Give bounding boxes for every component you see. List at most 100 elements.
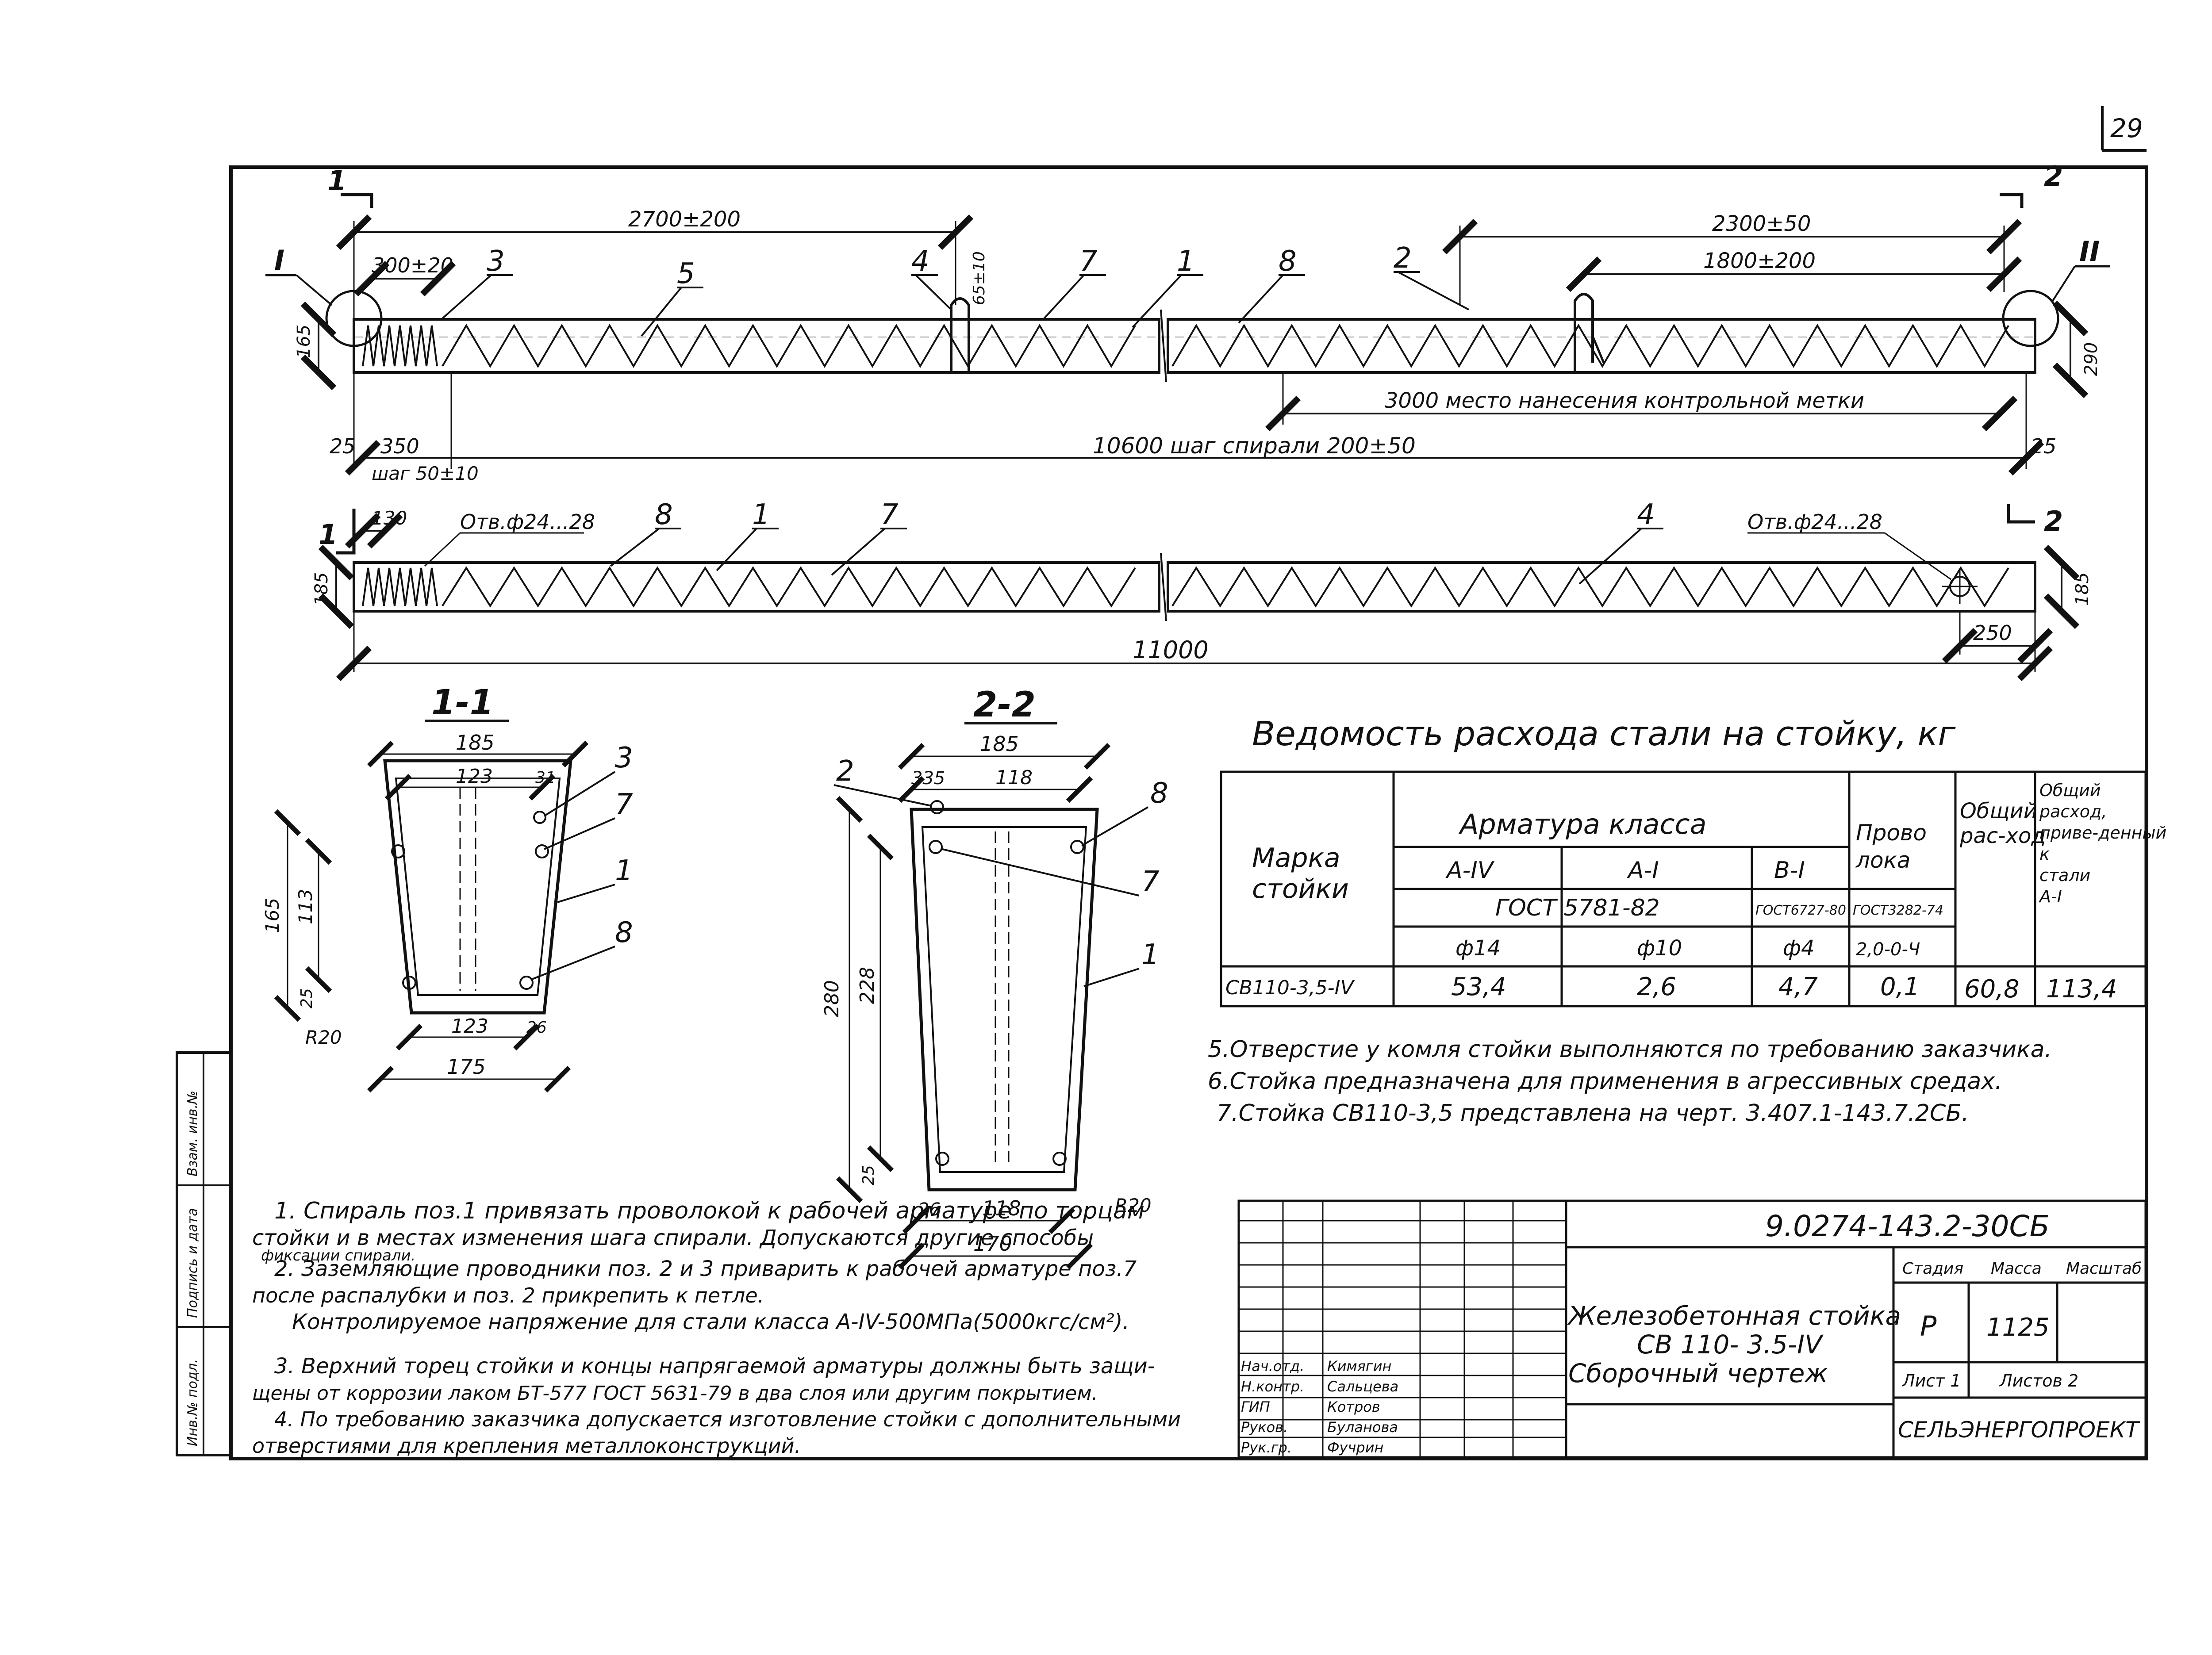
sheet-label: Лист 1 xyxy=(1901,1371,1961,1391)
steel-table: Ведомость расхода стали на стойку, кг Ар… xyxy=(1220,714,2166,1008)
dim-185-right: 185 xyxy=(2072,572,2093,606)
th-v1: В-I xyxy=(1774,857,1805,884)
pos-label-s11-7: 7 xyxy=(615,788,633,821)
hole-left-label: Отв.ф24...28 xyxy=(460,510,595,534)
th-gost3: ГОСТ3282-74 xyxy=(1853,903,1943,918)
signer-2: Котров xyxy=(1327,1398,1380,1415)
dim-2300: 2300±50 xyxy=(1712,211,1811,236)
dim-300: 300±20 xyxy=(372,253,453,277)
s22-dim-bottom: 170 xyxy=(973,1232,1012,1256)
th-gost1: ГОСТ 5781-82 xyxy=(1495,895,1660,921)
signer-3: Буланова xyxy=(1327,1419,1398,1436)
dim-290: 290 xyxy=(2081,342,2101,376)
dim-1800: 1800±200 xyxy=(1703,249,1816,273)
note-left-2: фиксации спирали. xyxy=(261,1247,415,1264)
th-wire: 2,0-0-Ч xyxy=(1856,939,1920,960)
stamp-podpis: Подпись и дата xyxy=(185,1208,200,1318)
signer-0: Кимягин xyxy=(1327,1358,1391,1375)
title-block-signatures: Нач.отд.Н.контр.ГИПРуков.Рук.гр.КимягинС… xyxy=(1241,1358,1398,1456)
note-left-3: 2. Заземляющие проводники поз. 2 и 3 при… xyxy=(274,1257,1137,1281)
note-left-9: отверстиями для крепления металлоконстру… xyxy=(252,1434,801,1458)
sheet-frame: 29 xyxy=(229,106,2148,1460)
role-0: Нач.отд. xyxy=(1241,1358,1304,1375)
s11-radius: R20 xyxy=(305,1027,342,1048)
notes-left: 1. Спираль поз.1 привязать проволокой к … xyxy=(252,1198,1181,1458)
s22-radius: R20 xyxy=(1115,1195,1152,1216)
s22-dim-t118: 118 xyxy=(995,766,1033,789)
dim-25-right: 25 xyxy=(2031,434,2057,458)
s11-dim-top: 185 xyxy=(456,731,495,755)
detail-label-I: I xyxy=(274,244,284,276)
dim-10600: 10600 шаг спирали 200±50 xyxy=(1093,433,1416,459)
doc-name-1: Железобетонная стойка xyxy=(1567,1301,1901,1331)
doc-code: 9.0274-143.2-30СБ xyxy=(1765,1209,2050,1243)
s22-dim-b118: 118 xyxy=(982,1196,1021,1220)
pos-label-s22-7: 7 xyxy=(1141,866,1160,898)
note-left-0: 1. Спираль поз.1 привязать проволокой к … xyxy=(274,1198,1144,1224)
section-1-1-title: 1-1 xyxy=(431,683,494,723)
s11-dim-t123: 123 xyxy=(456,765,493,788)
note-left-4: после распалубки и поз. 2 прикрепить к п… xyxy=(252,1283,764,1307)
cut-mark-2-top: 2 xyxy=(2044,160,2063,192)
pos-label-top-3: 3 xyxy=(487,245,505,278)
notes-right: 5.Отверстие у комля стойки выполняются п… xyxy=(1208,1036,2052,1126)
s22-dim-left: 280 xyxy=(821,980,843,1017)
s11-dim-inner: 113 xyxy=(295,889,316,924)
td-a4: 53,4 xyxy=(1451,973,1506,1001)
th-a1: А-I xyxy=(1627,857,1659,884)
pos-label-s22-1: 1 xyxy=(1141,939,1160,971)
td-v1: 4,7 xyxy=(1778,973,1818,1001)
stage-label: Стадия xyxy=(1902,1260,1963,1278)
hole-right-label: Отв.ф24...28 xyxy=(1747,510,1882,534)
role-2: ГИП xyxy=(1241,1398,1270,1415)
steel-table-title: Ведомость расхода стали на стойку, кг xyxy=(1252,714,1956,753)
pos-label-s22-8: 8 xyxy=(1150,777,1168,810)
note-left-6: 3. Верхний торец стойки и концы напрягае… xyxy=(274,1354,1155,1379)
note-right-6: 6.Стойка предназначена для применения в … xyxy=(1208,1068,2002,1095)
th-f10: ф10 xyxy=(1637,936,1682,961)
s11-dim-b26: 26 xyxy=(526,1019,547,1037)
pos-label-s11-8: 8 xyxy=(615,916,633,949)
stage-value: Р xyxy=(1920,1310,1937,1342)
stamp-vzam: Взам. инв.№ xyxy=(185,1091,200,1176)
title-block: 9.0274-143.2-30СБ Железобетонная стойка … xyxy=(1237,1199,2147,1459)
mass-label: Масса xyxy=(1991,1260,2042,1278)
dim-350: 350 xyxy=(380,434,419,458)
s11-dim-25: 25 xyxy=(298,988,316,1008)
pos-label-bottom-1: 1 xyxy=(752,498,770,531)
note-left-7: щены от коррозии лаком БТ-577 ГОСТ 5631-… xyxy=(252,1382,1098,1405)
pos-label-top-4: 4 xyxy=(911,245,929,278)
dim-250: 250 xyxy=(1973,621,2012,645)
s11-dim-bottom: 175 xyxy=(447,1055,486,1079)
doc-name-2: СВ 110- 3.5-IV xyxy=(1637,1329,1824,1360)
td-wire: 0,1 xyxy=(1880,973,1920,1001)
note-left-1: стойки и в местах изменения шага спирали… xyxy=(252,1226,1094,1250)
pos-label-s11-3: 3 xyxy=(615,742,633,774)
s11-dim-left: 165 xyxy=(261,898,283,933)
sheet-number: 29 xyxy=(2110,113,2143,143)
doc-name-3: Сборочный чертеж xyxy=(1568,1358,1828,1388)
dim-shag50: шаг 50±10 xyxy=(372,463,479,484)
td-a1: 2,6 xyxy=(1637,973,1676,1001)
pos-label-top-8: 8 xyxy=(1279,245,1297,278)
note-right-7: 7.Стойка СВ110-3,5 представлена на черт.… xyxy=(1217,1100,1969,1126)
elevation-top: I II 1 2 2700±200 300±20 65±10 2300±50 1… xyxy=(265,160,2110,484)
dim-185-left: 185 xyxy=(311,572,332,606)
note-left-5: Контролируемое напряжение для стали клас… xyxy=(292,1310,1129,1334)
signer-4: Фучрин xyxy=(1327,1439,1383,1456)
pos-label-bottom-7: 7 xyxy=(880,498,899,531)
signer-1: Сальцева xyxy=(1327,1378,1398,1395)
s22-dim-top: 185 xyxy=(980,732,1019,756)
s22-dim-25: 25 xyxy=(860,1165,878,1185)
s11-dim-t31: 31 xyxy=(535,769,556,787)
dim-165: 165 xyxy=(294,325,314,358)
th-a4: А-IV xyxy=(1445,857,1495,884)
cut-mark-2-bottom: 2 xyxy=(2044,505,2063,537)
